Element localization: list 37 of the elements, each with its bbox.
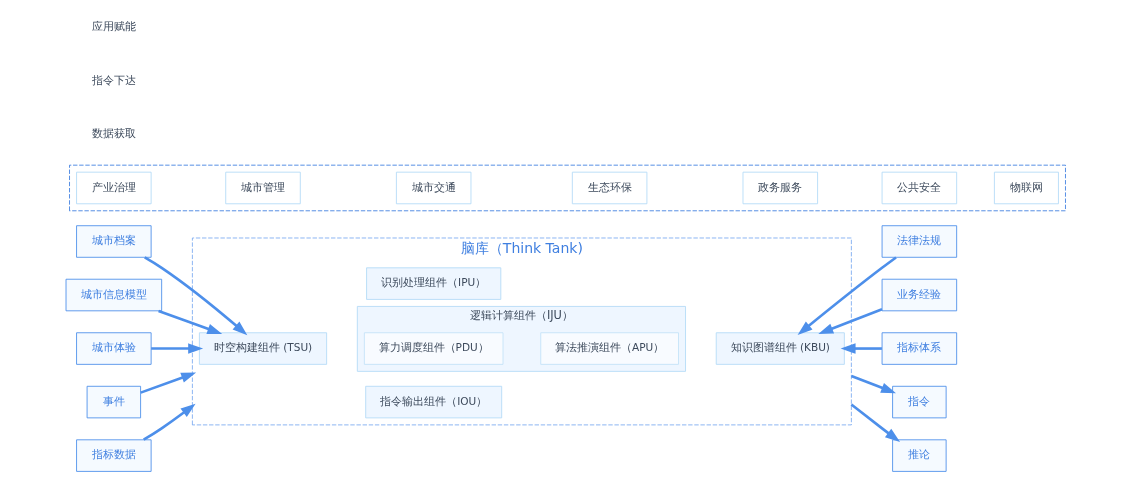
arrow xyxy=(144,256,248,336)
node-box: 城市管理 xyxy=(225,171,301,205)
node-box: 算法推演组件（APU） xyxy=(540,332,679,365)
node-box: 法律法规 xyxy=(881,225,958,258)
node-box: 产业治理 xyxy=(76,171,152,205)
label: 指令下达 xyxy=(91,73,136,86)
arrow xyxy=(797,256,897,335)
node-box: 城市档案 xyxy=(76,225,152,258)
arrow xyxy=(850,374,897,394)
node-box: 指令 xyxy=(892,385,947,419)
arrow xyxy=(840,343,882,354)
label: 数据获取 xyxy=(91,127,136,140)
node-box: 城市交通 xyxy=(395,171,472,205)
node-box: 知识图谱组件 (KBU) xyxy=(715,332,845,365)
node-box: 政务服务 xyxy=(742,171,819,205)
arrow xyxy=(151,343,204,354)
node-box: 事件 xyxy=(86,385,142,419)
arrow xyxy=(818,308,883,335)
node-box: 算力调度组件（PDU） xyxy=(363,332,504,365)
node-box: 识别处理组件（IPU） xyxy=(366,267,502,300)
label: 应用赋能 xyxy=(91,20,136,33)
node-box: 业务经验 xyxy=(881,278,958,312)
node-box: 指令输出组件（IOU） xyxy=(365,385,503,419)
node-box: 物联网 xyxy=(993,171,1059,205)
node-box: 公共安全 xyxy=(881,171,958,205)
node-box: 指标体系 xyxy=(881,332,958,365)
node-box: 时空构建组件 (TSU) xyxy=(198,332,328,365)
node-box: 指标数据 xyxy=(76,439,152,472)
node-box: 城市体验 xyxy=(76,332,152,365)
node-box: 生态环保 xyxy=(571,171,648,205)
cluster xyxy=(69,164,1066,212)
arrow xyxy=(140,372,197,394)
arrow xyxy=(850,403,901,442)
node-box: 推论 xyxy=(892,439,947,472)
arrow xyxy=(143,403,196,441)
node-box: 城市信息模型 xyxy=(65,278,163,312)
arrow xyxy=(158,309,223,335)
